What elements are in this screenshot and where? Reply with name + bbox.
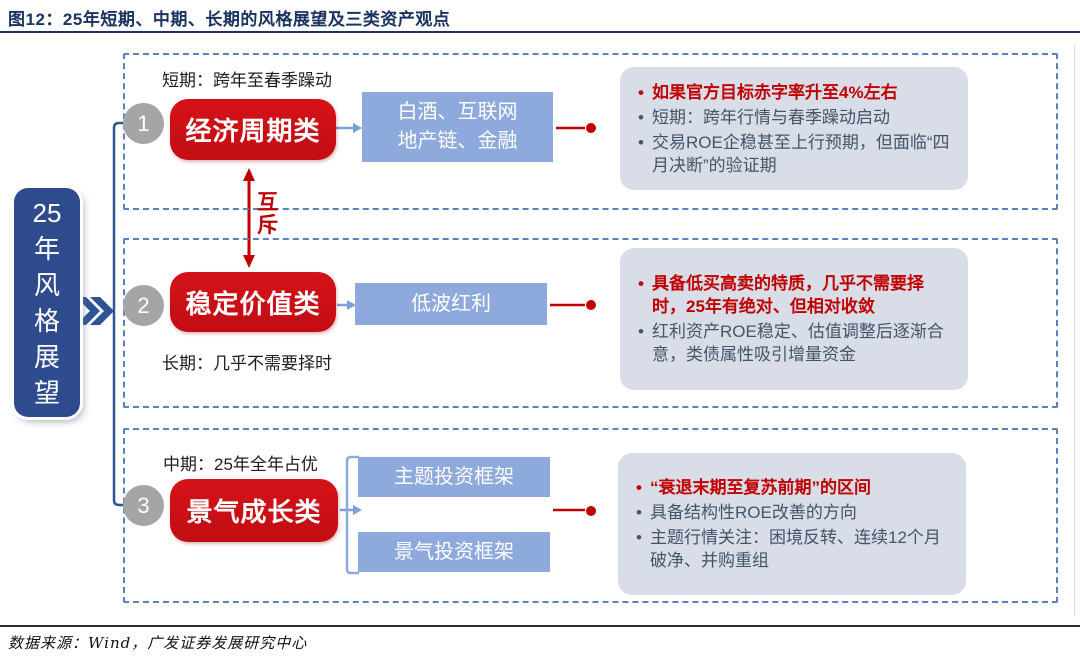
panel-mid-term: [123, 428, 1058, 603]
category-box-stable-value: 稳定价值类: [170, 272, 336, 332]
note-point: • 交易ROE企稳甚至上行预期，但面临“四月决断”的验证期: [630, 131, 954, 177]
sidebar-char: 风: [33, 269, 60, 300]
figure-title: 图12：25年短期、中期、长期的风格展望及三类资产观点: [8, 10, 451, 29]
note-text: 具备低买高卖的特质，几乎不需要择时，25年有绝对、但相对收敛: [652, 274, 924, 316]
title-divider: [0, 31, 1080, 33]
bullet-icon: •: [636, 503, 642, 522]
mutex-char: 斥: [257, 214, 278, 237]
number-badge-2: 2: [123, 285, 164, 326]
asset-line: 地产链、金融: [397, 130, 518, 152]
bullet-icon: •: [638, 322, 644, 341]
mutex-char: 互: [257, 191, 278, 214]
panel-long-term: [123, 238, 1058, 408]
bullet-icon: •: [636, 478, 642, 497]
branch-connector-line: [112, 121, 133, 507]
note-point: • 短期：跨年行情与春季躁动启动: [630, 106, 954, 129]
note-point: • 主题行情关注：困境反转、连续12个月破净、并购重组: [628, 526, 952, 572]
mutex-label: 互 斥: [257, 191, 278, 237]
category-box-economic-cycle: 经济周期类: [170, 99, 336, 160]
arrow-head-3: [353, 505, 362, 515]
note-box-mid-term: • “衰退末期至复苏前期”的区间 • 具备结构性ROE改善的方向 • 主题行情关…: [618, 453, 966, 595]
note-point: • 如果官方目标赤字率升至4%左右: [630, 81, 954, 104]
period-label-3: 中期：25年全年占优: [163, 455, 318, 474]
bullet-icon: •: [638, 107, 644, 127]
bullet-icon: •: [636, 528, 642, 547]
number-badge-3: 3: [123, 485, 164, 526]
note-box-long-term: • 具备低买高卖的特质，几乎不需要择时，25年有绝对、但相对收敛 • 红利资产R…: [620, 248, 968, 390]
data-source: 数据来源：Wind，广发证券发展研究中心: [8, 634, 308, 652]
note-box-short-term: • 如果官方目标赤字率升至4%左右 • 短期：跨年行情与春季躁动启动 • 交易R…: [620, 67, 968, 190]
number-badge-1: 1: [123, 103, 164, 144]
note-link-dot-1: [586, 123, 596, 133]
note-text: 如果官方目标赤字率升至4%左右: [652, 82, 898, 102]
arrow-head-1: [353, 123, 362, 133]
bullet-icon: •: [638, 132, 644, 152]
bullet-icon: •: [638, 82, 644, 102]
asset-line: 白酒、互联网: [397, 101, 518, 123]
footer-divider: [0, 625, 1080, 627]
sidebar-char: 年: [33, 233, 60, 264]
framework-box-theme: 主题投资框架: [358, 457, 550, 497]
period-label-1: 短期：跨年至春季躁动: [162, 71, 332, 90]
note-link-dot-2: [586, 300, 596, 310]
note-point: • “衰退末期至复苏前期”的区间: [628, 476, 952, 499]
note-text: 短期：跨年行情与春季躁动启动: [652, 107, 890, 127]
framework-box-boom: 景气投资框架: [358, 532, 550, 572]
note-text: 主题行情关注：困境反转、连续12个月破净、并购重组: [650, 528, 941, 570]
note-text: 具备结构性ROE改善的方向: [650, 503, 857, 522]
style-outlook-sidebar: 25 年 风 格 展 望: [14, 188, 80, 417]
double-chevron-icon: [76, 297, 114, 325]
mutex-double-arrow-icon: [243, 168, 255, 268]
asset-box-2: 低波红利: [355, 283, 547, 325]
page-edge-line: [1074, 45, 1075, 617]
asset-arrows: [336, 123, 362, 515]
note-links: [550, 123, 596, 516]
note-text: 红利资产ROE稳定、估值调整后逐渐合意，类债属性吸引增量资金: [652, 322, 944, 364]
note-point: • 红利资产ROE稳定、估值调整后逐渐合意，类债属性吸引增量资金: [630, 320, 954, 366]
note-text: 交易ROE企稳甚至上行预期，但面临“四月决断”的验证期: [652, 132, 950, 175]
sidebar-char: 展: [33, 341, 60, 372]
sidebar-char: 望: [33, 377, 60, 408]
sidebar-char: 格: [33, 305, 60, 336]
sidebar-char: 25: [32, 197, 62, 228]
arrow-head-2: [347, 300, 356, 310]
asset-box-1: 白酒、互联网 地产链、金融: [362, 92, 553, 162]
bullet-icon: •: [638, 274, 644, 293]
period-label-2: 长期：几乎不需要择时: [162, 354, 332, 373]
category-box-boom-growth: 景气成长类: [170, 479, 338, 542]
note-text: “衰退末期至复苏前期”的区间: [650, 478, 871, 497]
note-point: • 具备低买高卖的特质，几乎不需要择时，25年有绝对、但相对收敛: [630, 272, 954, 318]
note-point: • 具备结构性ROE改善的方向: [628, 501, 952, 524]
framework-bracket: [345, 455, 359, 575]
note-link-dot-3: [586, 506, 596, 516]
